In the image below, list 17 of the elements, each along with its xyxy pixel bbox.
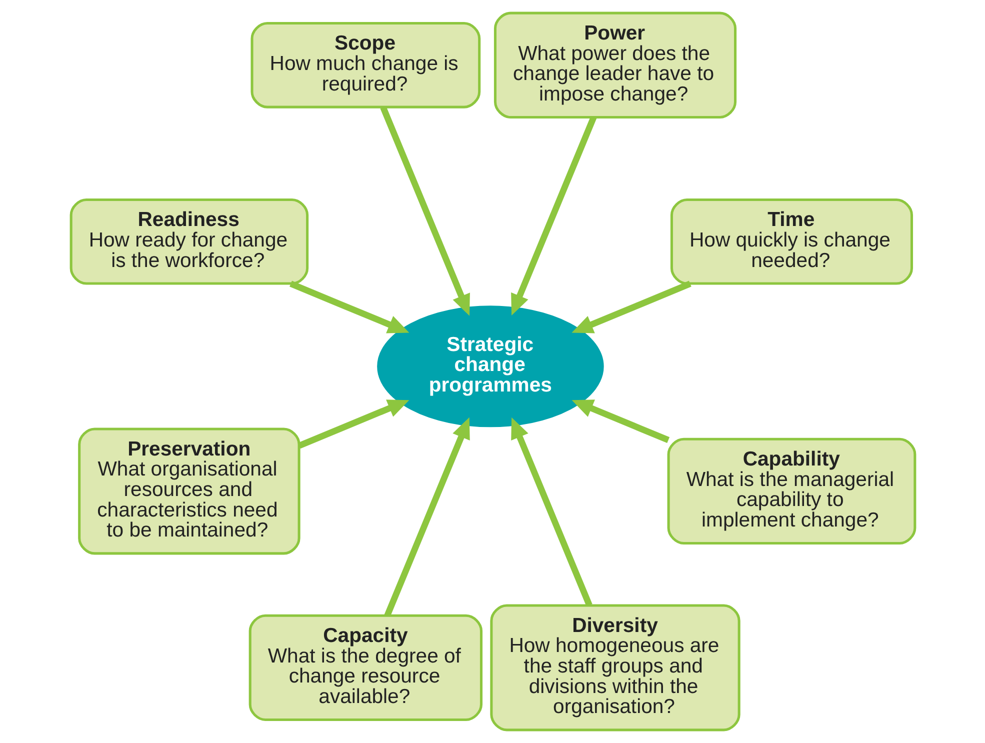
node-box: Time How quickly is change needed? — [670, 198, 913, 285]
node-box: Power What power does the change leader have to impose change? — [493, 12, 736, 118]
arrow — [510, 116, 596, 316]
arrow — [384, 417, 470, 617]
node-box: Readiness How ready for change is the workforce? — [69, 198, 308, 285]
arrow — [298, 400, 409, 449]
node-box: Preservation What organisational resources and characteristics need to be maintained? — [78, 428, 300, 555]
arrow — [510, 417, 592, 606]
arrow — [289, 280, 409, 334]
arrow — [571, 400, 670, 444]
arrow — [380, 106, 470, 316]
node-box: Capability What is the managerial capability to implement change? — [666, 438, 916, 545]
node-ellipse: Strategic change programmes — [376, 306, 604, 428]
node-box: Capacity What is the degree of change resource available? — [248, 614, 482, 722]
arrow — [571, 280, 691, 334]
node-box: Diversity How homogeneous are the staff groups and divisions within the organisation? — [490, 604, 740, 732]
node-box: Scope How much change is required? — [250, 22, 480, 108]
